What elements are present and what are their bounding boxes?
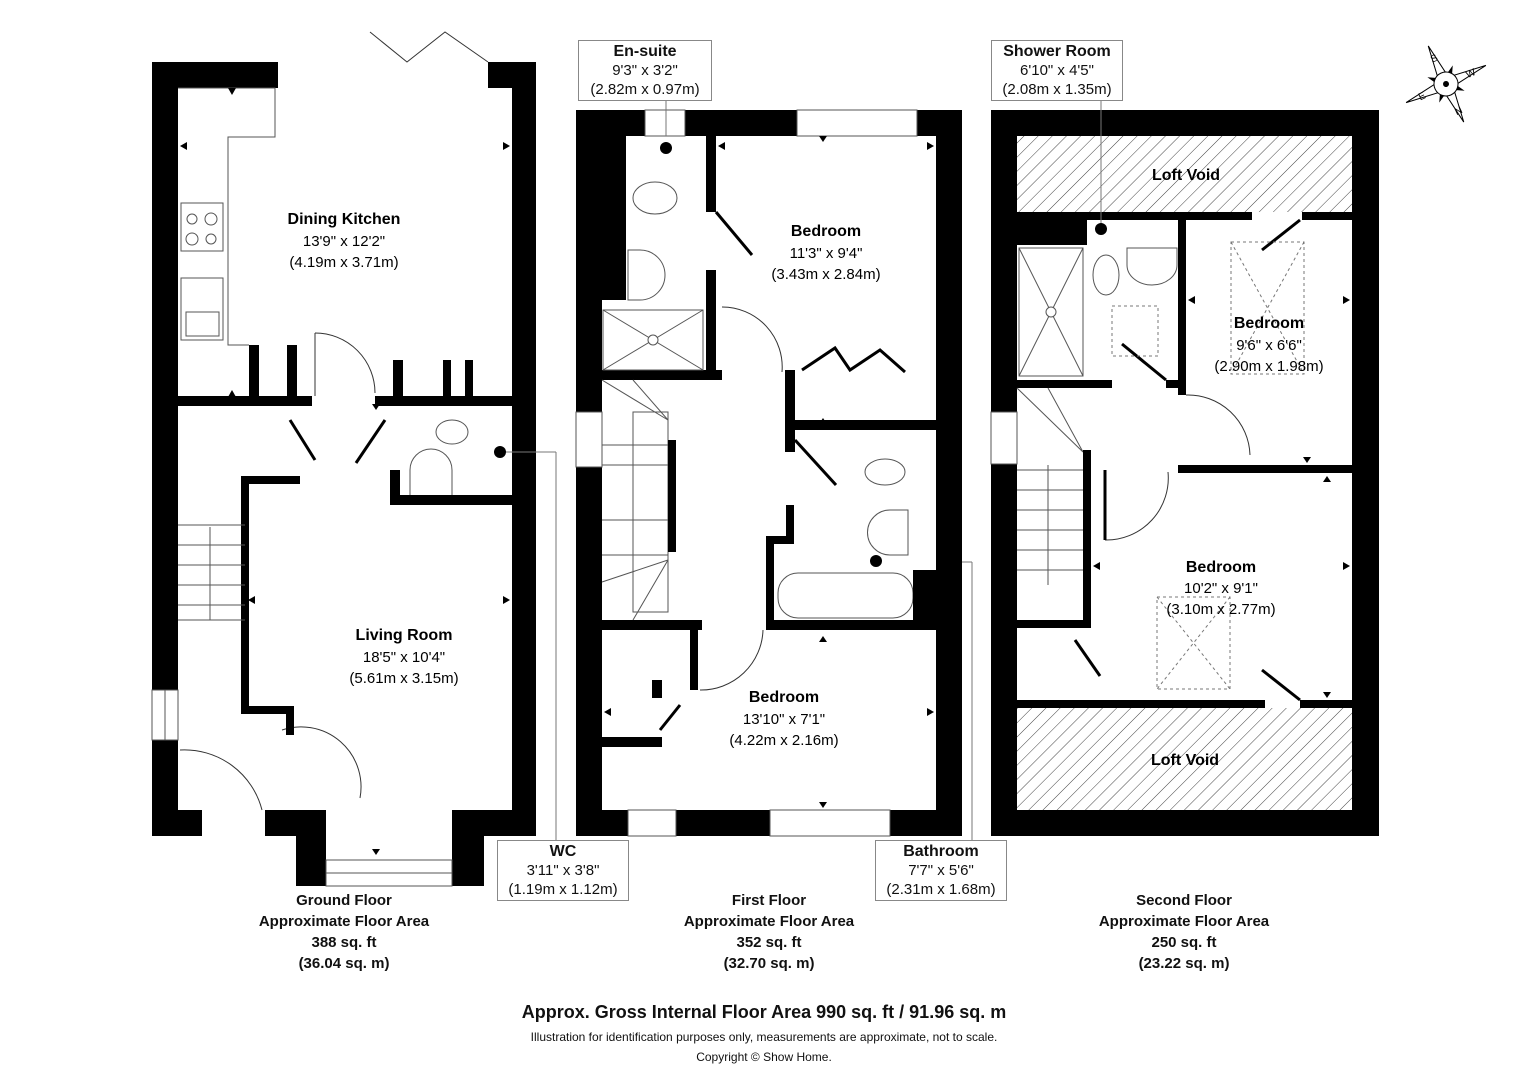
callout-name: WC [549,843,577,860]
first-floor-summary: First Floor Approximate Floor Area 352 s… [649,890,889,974]
room-name: Loft Void [1152,167,1220,184]
callout-imperial: 7'7" x 5'6" [908,862,974,879]
compass-label-e: E [1417,90,1428,103]
first-floor-plan [575,100,973,840]
floor-area-sqm: (36.04 sq. m) [298,955,390,972]
toilet-icon [1092,254,1120,296]
callout-shower-room: Shower Room 6'10" x 4'5" (2.08m x 1.35m) [991,40,1123,101]
loft-void-top [1017,136,1352,212]
callout-metric: (2.08m x 1.35m) [1002,81,1112,98]
basin-icon [867,509,909,556]
staircase [1016,387,1084,585]
copyright: Copyright © Show Home. [696,1050,832,1064]
floor-subtitle: Approximate Floor Area [258,913,430,930]
floor-area-sqft: 250 sq. ft [1151,934,1217,951]
window [769,809,891,837]
floor-area-sqm: (32.70 sq. m) [723,955,815,972]
window [990,411,1018,465]
wall [576,110,626,300]
loft-void-bottom [1017,708,1352,810]
floor-subtitle: Approximate Floor Area [683,913,855,930]
window [796,109,918,137]
room-dimensions-imperial: 18'5" x 10'4" [363,649,445,666]
room-dimensions-imperial: 13'9" x 12'2" [303,233,385,250]
compass-rose-icon: S W N E [1405,45,1487,123]
disclaimer: Illustration for identification purposes… [530,1030,998,1044]
basin-icon [627,249,666,301]
compass-label-n: N [1453,105,1464,118]
callout-imperial: 3'11" x 3'8" [526,862,600,879]
callout-metric: (2.31m x 1.68m) [886,881,996,898]
floor-title: Second Floor [1136,892,1232,909]
window [575,411,603,468]
wall [375,396,512,406]
callout-name: En-suite [613,43,677,60]
wall [296,810,326,886]
basin-icon [409,448,453,495]
floor-area-sqft: 352 sq. ft [736,934,802,951]
ground-floor-summary: Ground Floor Approximate Floor Area 388 … [224,890,464,974]
ground-floor-plan [151,31,557,887]
basin-icon [1126,247,1178,286]
bifold-door [369,31,489,63]
floor-subtitle: Approximate Floor Area [1098,913,1270,930]
callout-bathroom: Bathroom 7'7" x 5'6" (2.31m x 1.68m) [875,840,1007,901]
room-name: Bedroom [1234,315,1304,332]
wall [152,810,202,836]
wall [178,396,312,406]
compass-label-s: S [1429,53,1440,66]
wall [936,110,962,836]
sink-icon [180,277,224,341]
toilet-icon [864,458,906,486]
window [644,109,686,137]
wall [1352,110,1379,836]
callout-name: Bathroom [903,843,979,860]
floor-title: Ground Floor [296,892,392,909]
wall [991,110,1379,136]
room-dimensions-metric: (5.61m x 3.15m) [349,670,458,687]
room-dimensions-imperial: 13'10" x 7'1" [743,711,825,728]
window [627,809,677,837]
room-name: Bedroom [1186,559,1256,576]
room-name: Bedroom [749,689,819,706]
room-dimensions-metric: (3.10m x 2.77m) [1166,601,1275,618]
gross-internal-area: Approx. Gross Internal Floor Area 990 sq… [521,1002,1007,1022]
callout-wc: WC 3'11" x 3'8" (1.19m x 1.12m) [497,840,629,901]
room-name: Living Room [356,627,453,644]
room-dimensions-metric: (3.43m x 2.84m) [771,266,880,283]
wall [452,810,484,886]
room-labels: Dining Kitchen 13'9" x 12'2" (4.19m x 3.… [288,167,1324,769]
wall [991,810,1379,836]
wall [390,495,536,505]
hob-icon [180,202,224,252]
room-dimensions-imperial: 11'3" x 9'4" [790,245,863,262]
room-dimensions-imperial: 9'6" x 6'6" [1236,337,1302,354]
bath-icon [777,572,914,619]
wall [152,62,278,88]
room-name: Bedroom [791,223,861,240]
toilet-icon [435,419,469,445]
callout-imperial: 9'3" x 3'2" [612,62,678,79]
room-name: Dining Kitchen [288,211,401,228]
second-floor-summary: Second Floor Approximate Floor Area 250 … [1064,890,1304,974]
callout-metric: (2.82m x 0.97m) [590,81,700,98]
room-dimensions-metric: (2.90m x 1.98m) [1214,358,1323,375]
floor-title: First Floor [731,892,807,909]
floor-area-sqft: 388 sq. ft [311,934,377,951]
room-dimensions-metric: (4.22m x 2.16m) [729,732,838,749]
second-floor-plan [990,100,1379,836]
staircase [178,524,245,621]
room-dimensions-imperial: 10'2" x 9'1" [1184,580,1258,597]
callout-metric: (1.19m x 1.12m) [508,881,618,898]
wall [991,110,1017,836]
room-dimensions-metric: (4.19m x 3.71m) [289,254,398,271]
callout-en-suite: En-suite 9'3" x 3'2" (2.82m x 0.97m) [578,40,712,101]
room-name: Loft Void [1151,752,1219,769]
callout-name: Shower Room [1003,43,1111,60]
callout-imperial: 6'10" x 4'5" [1020,62,1094,79]
floor-area-sqm: (23.22 sq. m) [1138,955,1230,972]
wall [512,62,536,836]
toilet-icon [632,181,678,215]
staircase [601,379,669,621]
